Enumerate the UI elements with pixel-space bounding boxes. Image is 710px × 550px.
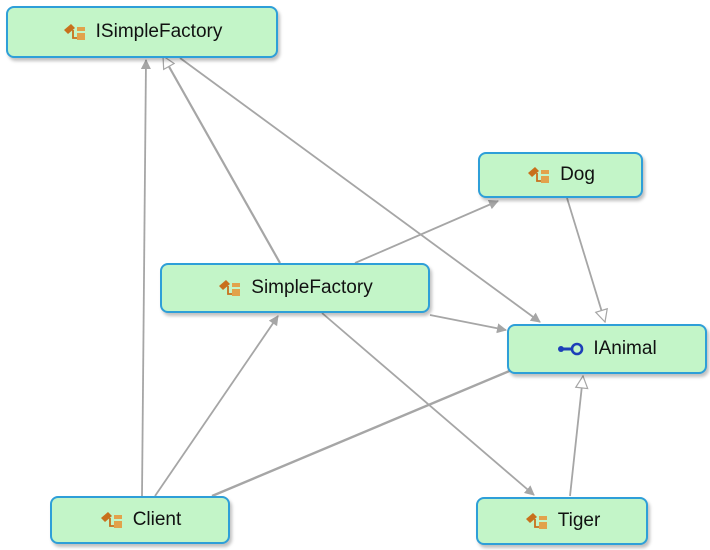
node-label: ISimpleFactory [95,21,223,42]
class-icon [217,277,243,299]
class-icon [524,510,550,532]
class-icon [99,509,125,531]
edge-client-to-ianimal [211,362,527,498]
node-ianimal[interactable]: IAnimal [507,324,707,374]
edge-simplefactory-to-dog [354,199,499,264]
interface-icon [557,341,585,357]
node-label: IAnimal [593,338,657,359]
edge-dog-to-ianimal [566,197,605,322]
edge-tiger-to-ianimal [569,376,583,497]
node-client[interactable]: Client [50,496,230,544]
node-label: SimpleFactory [251,277,373,298]
class-icon [62,21,88,43]
edge-simplefactory-to-ianimal [429,314,507,334]
node-tiger[interactable]: Tiger [476,497,648,545]
node-isimplefactory[interactable]: ISimpleFactory [6,6,278,58]
edge-isimplefactory-to-ianimal [179,57,541,323]
node-dog[interactable]: Dog [478,152,643,198]
edge-simplefactory-to-isimplefactory [162,56,281,264]
node-label: Client [132,509,182,530]
node-label: Tiger [557,510,601,531]
node-simplefactory[interactable]: SimpleFactory [160,263,430,313]
edge-client-to-simplefactory [154,315,279,497]
class-icon [526,164,552,186]
edge-client-to-isimplefactory [140,59,151,497]
node-label: Dog [560,164,595,185]
